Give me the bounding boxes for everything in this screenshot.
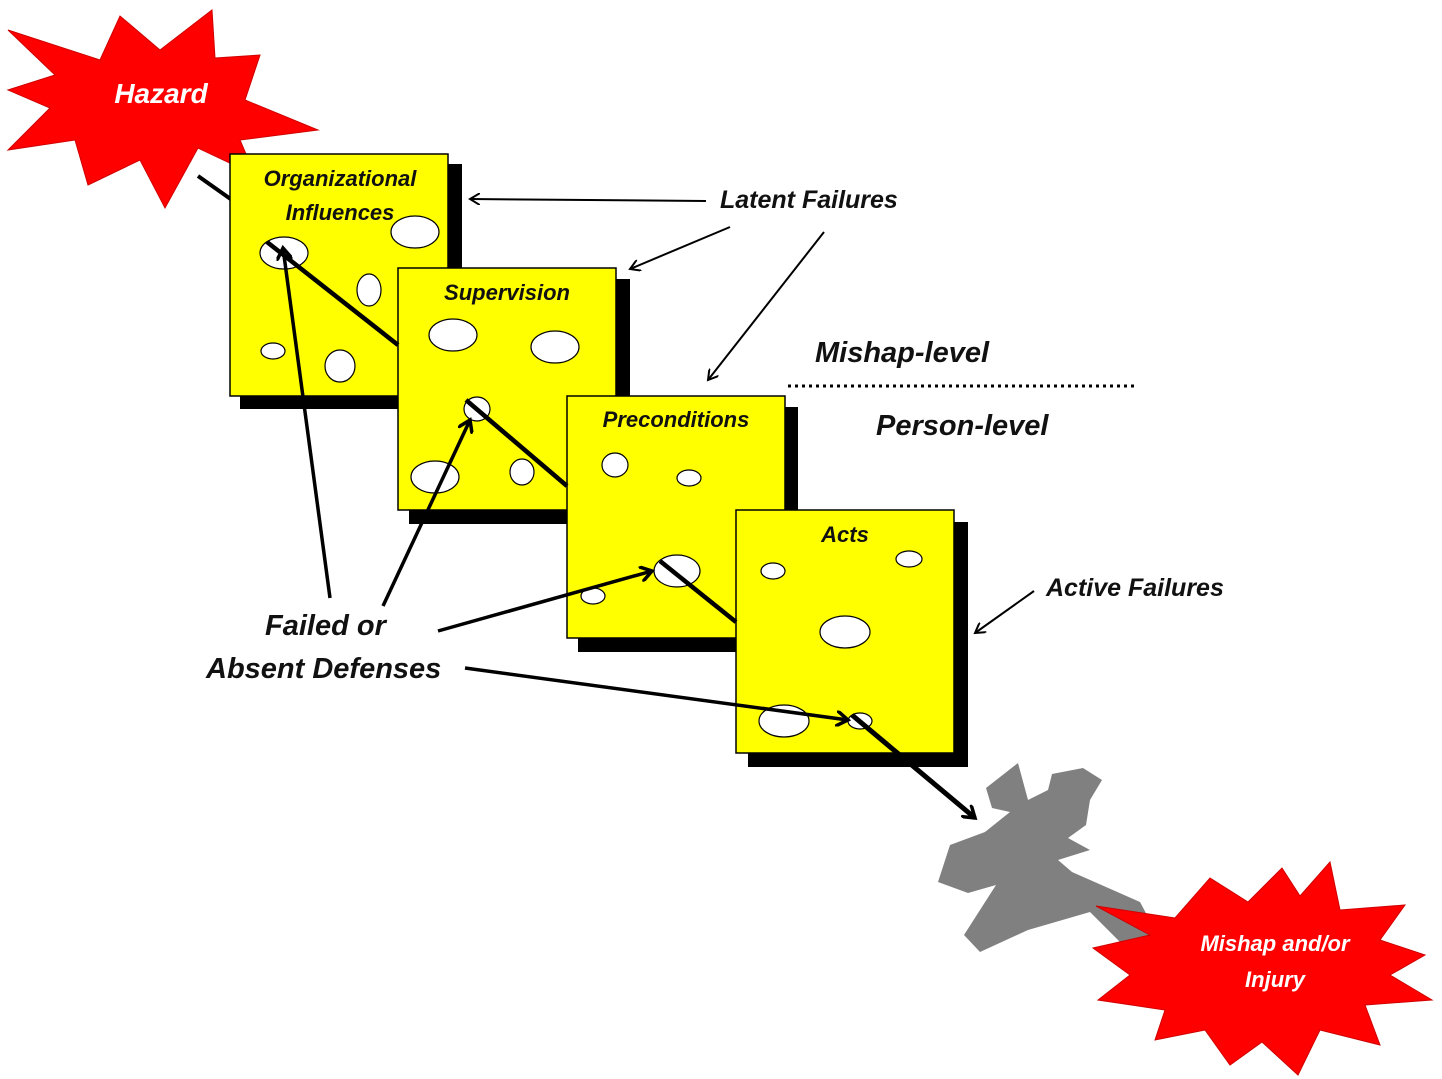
slice-hole bbox=[760, 562, 786, 580]
slice-title-preconditions: Preconditions bbox=[602, 407, 750, 432]
mishap-label: Mishap and/or Injury bbox=[1170, 926, 1380, 998]
slice-hole bbox=[653, 554, 701, 588]
trajectory-hazard bbox=[196, 174, 234, 202]
trajectory-segment bbox=[464, 398, 569, 488]
defense-arrow-org bbox=[283, 248, 332, 599]
slice-hole bbox=[819, 615, 871, 649]
slice-title-acts: Acts bbox=[821, 522, 869, 547]
active-arrow-acts bbox=[975, 590, 1035, 633]
trajectory-arrow bbox=[850, 713, 975, 818]
latent-arrow-org bbox=[470, 199, 707, 201]
mishap-label-line: Mishap and/or bbox=[1200, 931, 1350, 956]
slice-title-organizational-influences: Organizational Influences bbox=[232, 162, 448, 230]
person-level-label: Person-level bbox=[876, 410, 1049, 442]
slice-title-line: Organizational bbox=[263, 166, 417, 191]
aircraft-wreck-silhouette bbox=[938, 763, 1170, 958]
defense-arrow-acts bbox=[464, 666, 848, 720]
failed-defenses-label-line2: Absent Defenses bbox=[206, 653, 442, 685]
slice-hole bbox=[676, 469, 702, 487]
slice-hole bbox=[509, 458, 535, 486]
defense-arrow-preconditions bbox=[437, 571, 652, 633]
mishap-level-label: Mishap-level bbox=[815, 337, 990, 369]
slice-preconditions bbox=[566, 395, 798, 652]
slice-hole bbox=[260, 342, 286, 360]
slice-hole bbox=[356, 273, 382, 307]
slice-title-line: Influences bbox=[285, 200, 395, 225]
slice-hole bbox=[895, 550, 923, 568]
mishap-starburst bbox=[1091, 860, 1434, 1076]
slice-hole bbox=[390, 215, 440, 249]
latent-arrow-supervision bbox=[630, 226, 731, 269]
slice-hole bbox=[428, 318, 478, 352]
failed-defenses-label-line1: Failed or bbox=[265, 610, 386, 642]
slice-hole bbox=[410, 460, 460, 494]
latent-failures-label: Latent Failures bbox=[720, 186, 898, 214]
slice-hole bbox=[601, 452, 629, 478]
latent-arrow-preconditions bbox=[708, 231, 825, 380]
defense-arrow-supervision bbox=[381, 420, 470, 607]
slice-hole bbox=[530, 330, 580, 364]
trajectory-segment bbox=[658, 559, 738, 624]
slice-title-supervision: Supervision bbox=[444, 280, 570, 305]
slice-acts bbox=[735, 509, 968, 767]
hazard-label: Hazard bbox=[114, 78, 208, 109]
slice-hole bbox=[324, 349, 356, 383]
active-failures-label: Active Failures bbox=[1046, 574, 1224, 602]
mishap-label-line: Injury bbox=[1245, 967, 1305, 992]
slice-supervision bbox=[397, 267, 630, 524]
